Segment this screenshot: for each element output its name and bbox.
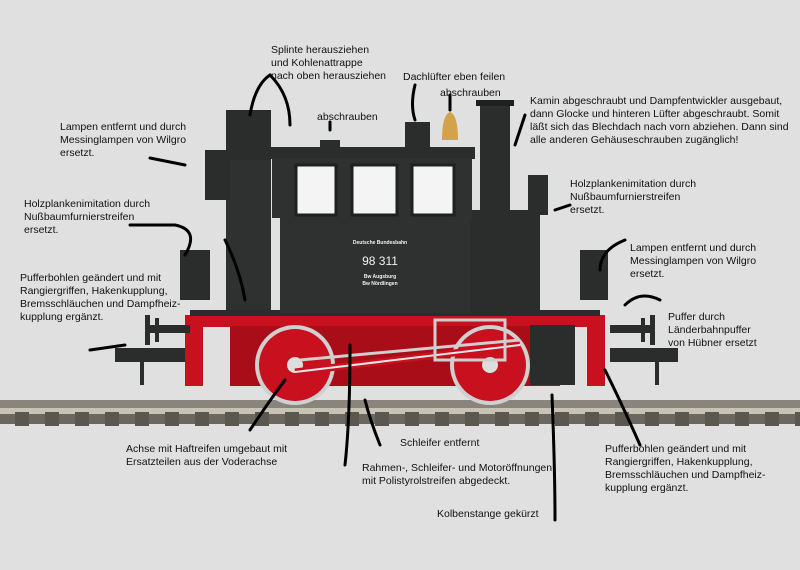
annotation-rahmen: Rahmen-, Schleifer- und Motoröffnungen m… (362, 462, 553, 487)
buffer-beam-left (115, 315, 190, 385)
track-sleeper (765, 412, 779, 426)
track-sleeper (495, 412, 509, 426)
track-sleeper (795, 412, 800, 426)
track-sleeper (705, 412, 719, 426)
track-sleeper (375, 412, 389, 426)
track-sleeper (555, 412, 569, 426)
annotation-kamin: Kamin abgeschraubt und Dampfentwickler a… (530, 95, 789, 146)
depot-line-2: Bw Nördlingen (362, 281, 398, 287)
cylinder-block (530, 325, 575, 385)
track-sleeper (15, 412, 29, 426)
track-sleeper (645, 412, 659, 426)
wheel-rear (450, 325, 530, 405)
wheel-front (255, 325, 335, 405)
annotation-bell-abschrauben: abschrauben (440, 87, 501, 99)
annotation-lampen-right: Lampen entfernt und durch Messinglampen … (630, 242, 757, 280)
annotation-holz-right: Holzplankenimitation durch Nußbaumfurnie… (570, 178, 697, 216)
track-sleeper (285, 412, 299, 426)
track-sleeper (195, 412, 209, 426)
coal-bunker (205, 110, 271, 310)
track-sleeper (135, 412, 149, 426)
track-sleeper (105, 412, 119, 426)
track-sleeper (225, 412, 239, 426)
cab (268, 147, 475, 313)
connecting-rods (294, 318, 521, 376)
railway-lettering: Deutsche Bundesbahn (352, 240, 408, 246)
annotation-kolbenstange: Kolbenstange gekürzt (437, 508, 539, 520)
track-sleeper (45, 412, 59, 426)
annotation-dachluefter: Dachlüfter eben feilen (403, 71, 506, 83)
annotation-holz-left: Holzplankenimitation durch Nußbaumfurnie… (24, 198, 151, 236)
dome-fitting (320, 140, 340, 148)
buffer-beam-right (610, 315, 678, 385)
annotation-arrows (88, 73, 662, 522)
locomotive-number: 98 311 (362, 254, 398, 268)
annotation-pufferbohlen-left: Pufferbohlen geändert und mit Rangiergri… (20, 272, 181, 323)
lamp-front-top (528, 175, 548, 215)
track-sleeper (165, 412, 179, 426)
track (0, 400, 800, 426)
track-sleeper (525, 412, 539, 426)
annotation-puffer-right: Puffer durch Länderbahnpuffer von Hübner… (668, 311, 757, 349)
bell-icon (442, 112, 458, 140)
track-sleeper (465, 412, 479, 426)
track-sleeper (75, 412, 89, 426)
annotation-dome-abschrauben: abschrauben (317, 111, 378, 123)
annotation-schleifer: Schleifer entfernt (400, 437, 480, 449)
track-sleeper (675, 412, 689, 426)
annotation-pufferbohlen-right: Pufferbohlen geändert und mit Rangiergri… (605, 443, 766, 494)
track-sleeper (585, 412, 599, 426)
track-sleeper (405, 412, 419, 426)
track-sleeper (315, 412, 329, 426)
annotation-lampen-left: Lampen entfernt und durch Messinglampen … (60, 121, 187, 159)
track-sleeper (435, 412, 449, 426)
roof-vent (405, 122, 430, 147)
track-sleeper (735, 412, 749, 426)
annotation-splinte: Splinte herausziehen und Kohlenattrappe … (271, 44, 387, 82)
lamp-left (180, 250, 210, 300)
depot-line-1: Bw Augsburg (363, 274, 397, 280)
annotation-achse: Achse mit Haftreifen umgebaut mit Ersatz… (126, 443, 288, 468)
boiler (465, 100, 540, 315)
